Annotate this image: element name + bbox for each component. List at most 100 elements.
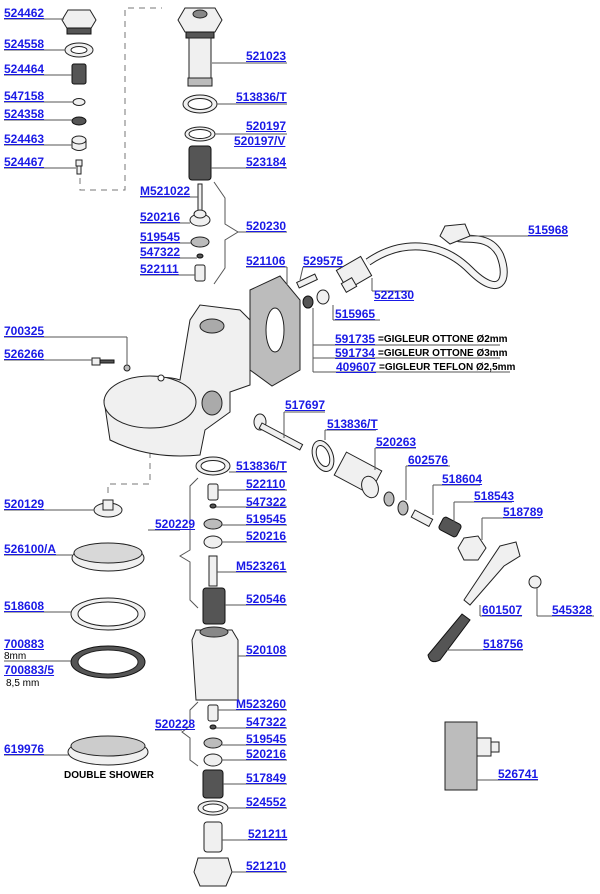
part-label-521210[interactable]: 521210 (246, 859, 287, 873)
gasket-513836T-mid (311, 440, 335, 472)
part-label-526266[interactable]: 526266 (4, 347, 45, 361)
part-label-518543[interactable]: 518543 (474, 489, 515, 503)
part-label-524558[interactable]: 524558 (4, 37, 45, 51)
valve-seat-524463 (71, 135, 87, 151)
note-size-8-5mm: 8,5 mm (6, 678, 40, 689)
part-label-547158[interactable]: 547158 (4, 89, 45, 103)
part-label-524464[interactable]: 524464 (4, 62, 45, 76)
oring-547322-b (209, 503, 217, 509)
part-label-529575[interactable]: 529575 (303, 254, 344, 268)
fitting-522130 (335, 255, 373, 294)
part-label-520216-c[interactable]: 520216 (246, 747, 287, 761)
part-label-526741[interactable]: 526741 (498, 767, 539, 781)
part-label-519545-c[interactable]: 519545 (246, 732, 287, 746)
part-label-518604[interactable]: 518604 (442, 472, 483, 486)
part-label-515968[interactable]: 515968 (528, 223, 569, 237)
part-label-520129[interactable]: 520129 (4, 497, 45, 511)
part-label-524358[interactable]: 524358 (4, 107, 45, 121)
part-label-601507[interactable]: 601507 (482, 603, 523, 617)
part-label-521023[interactable]: 521023 (246, 49, 287, 63)
washer-700325 (123, 364, 131, 372)
part-label-520197V[interactable]: 520197/V (234, 134, 286, 148)
part-label-547322-b[interactable]: 547322 (246, 495, 287, 509)
flange-gasket-521106 (249, 275, 301, 387)
part-label-700883-5[interactable]: 700883/5 (4, 663, 55, 677)
part-label-524552[interactable]: 524552 (246, 795, 287, 809)
steam-tube-521023 (177, 7, 223, 87)
part-label-520216-a[interactable]: 520216 (140, 210, 181, 224)
oring-547158 (72, 98, 86, 106)
pin-M521022 (197, 183, 203, 213)
part-label-M523260[interactable]: M523260 (236, 697, 287, 711)
filter-521211 (203, 821, 223, 853)
part-label-520197[interactable]: 520197 (246, 119, 287, 133)
part-label-520263[interactable]: 520263 (376, 435, 417, 449)
seal-602576-a (383, 491, 395, 507)
oring-547322-a (196, 253, 204, 259)
part-label-526100A[interactable]: 526100/A (4, 542, 57, 556)
part-label-521106[interactable]: 521106 (246, 254, 286, 268)
bushing-515965 (316, 289, 330, 305)
spring-517849 (202, 769, 224, 799)
screw-524467 (75, 159, 83, 175)
nut-518789 (457, 535, 487, 561)
part-label-518756[interactable]: 518756 (483, 637, 524, 651)
part-label-547322-a[interactable]: 547322 (140, 245, 181, 259)
part-label-591735[interactable]: 591735 (335, 332, 376, 346)
gasket-513836T-low (195, 456, 231, 476)
assembly-dash-line (79, 7, 162, 191)
part-label-520229[interactable]: 520229 (155, 517, 196, 531)
part-label-521211[interactable]: 521211 (248, 827, 288, 841)
note-jet-teflon: =GIGLEUR TEFLON Ø2,5mm (379, 362, 516, 373)
part-label-524462[interactable]: 524462 (4, 6, 45, 20)
part-label-520546[interactable]: 520546 (246, 592, 287, 606)
part-label-523184[interactable]: 523184 (246, 155, 287, 169)
part-label-547322-c[interactable]: 547322 (246, 715, 287, 729)
part-label-520216-b[interactable]: 520216 (246, 529, 287, 543)
part-label-519545-b[interactable]: 519545 (246, 512, 287, 526)
part-label-513836T-low[interactable]: 513836/T (236, 459, 287, 473)
part-label-513836T-top[interactable]: 513836/T (236, 90, 287, 104)
part-label-M521022[interactable]: M521022 (140, 184, 191, 198)
part-label-517697[interactable]: 517697 (285, 398, 326, 412)
part-label-524467[interactable]: 524467 (4, 155, 45, 169)
part-label-515965[interactable]: 515965 (335, 307, 376, 321)
group-head-body (103, 304, 251, 457)
spring-524464 (71, 63, 87, 85)
part-label-M523261[interactable]: M523261 (236, 559, 287, 573)
part-label-602576[interactable]: 602576 (408, 453, 449, 467)
plunger-520216-a (189, 209, 211, 227)
part-label-520108[interactable]: 520108 (246, 643, 287, 657)
part-label-517849[interactable]: 517849 (246, 771, 287, 785)
part-label-524463[interactable]: 524463 (4, 132, 45, 146)
part-label-519545-a[interactable]: 519545 (140, 230, 181, 244)
leader-lines (4, 18, 594, 873)
part-label-518608[interactable]: 518608 (4, 599, 45, 613)
seal-519545-c (203, 737, 223, 749)
part-label-518789[interactable]: 518789 (503, 505, 544, 519)
part-label-522110[interactable]: 522110 (246, 477, 286, 491)
part-label-545328[interactable]: 545328 (552, 603, 593, 617)
bushing-522110 (207, 483, 219, 501)
part-label-522111[interactable]: 522111 (140, 262, 179, 276)
part-label-700325[interactable]: 700325 (4, 324, 45, 338)
spring-518543 (438, 516, 462, 538)
part-label-520228[interactable]: 520228 (155, 717, 196, 731)
part-label-520230[interactable]: 520230 (246, 219, 287, 233)
spring-523184 (188, 145, 212, 181)
part-label-522130[interactable]: 522130 (374, 288, 415, 302)
part-label-409607[interactable]: 409607 (336, 360, 377, 374)
screw-526266 (91, 357, 115, 366)
part-label-513836T-mid[interactable]: 513836/T (327, 417, 378, 431)
part-label-591734[interactable]: 591734 (335, 346, 376, 360)
plunger-520216-b (203, 535, 223, 549)
filter-524358 (71, 116, 87, 126)
part-label-619976[interactable]: 619976 (4, 742, 45, 756)
lever-601507 (463, 541, 521, 606)
bracket-520228 (181, 701, 199, 767)
part-label-700883[interactable]: 700883 (4, 637, 45, 651)
pin-518604 (410, 509, 434, 528)
note-double-shower: DOUBLE SHOWER (64, 770, 154, 781)
